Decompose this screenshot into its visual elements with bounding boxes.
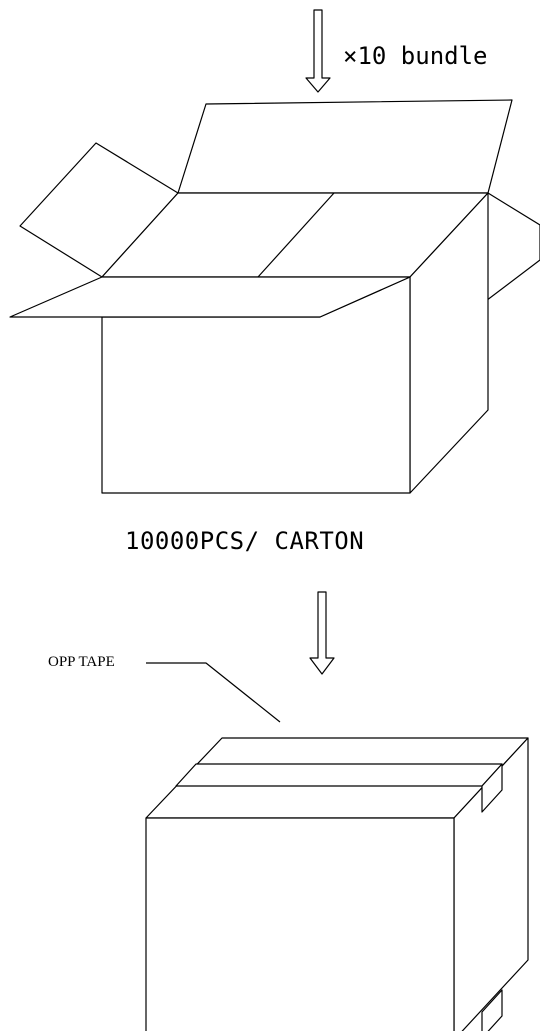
tape-leader-line: [146, 662, 281, 723]
open-carton-front-flap: [9, 276, 411, 318]
sealed-carton: [145, 662, 529, 1031]
opp-tape-side-top: [481, 763, 503, 813]
top-down-arrow: [305, 9, 331, 93]
opp-tape-label: OPP TAPE: [48, 654, 115, 670]
carton-capacity-caption: 10000PCS/ CARTON: [125, 527, 365, 555]
middle-down-arrow: [309, 591, 335, 675]
opp-tape-strip: [175, 763, 503, 787]
sealed-carton-front-face: [145, 817, 455, 1031]
open-carton-back-flap: [177, 99, 513, 194]
opp-tape-side-bottom: [481, 989, 503, 1031]
open-carton: [9, 99, 540, 494]
bundle-count-label: ×10 bundle: [343, 42, 488, 70]
